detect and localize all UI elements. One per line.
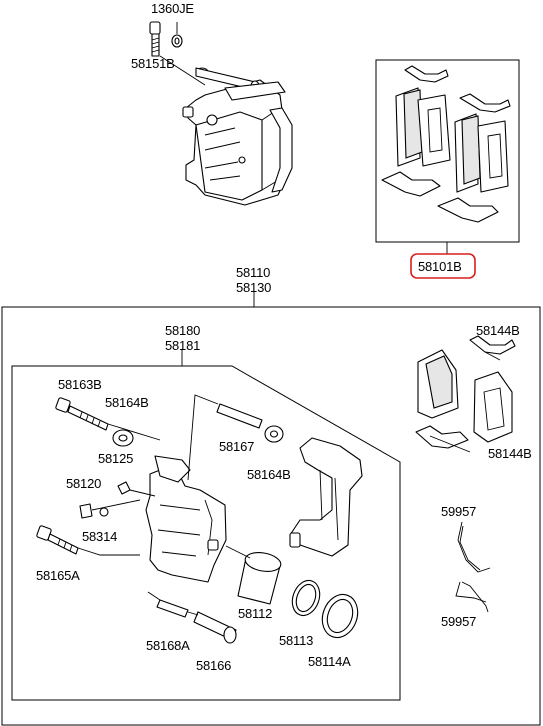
upper-caliper-assembly — [182, 67, 293, 206]
pin-58168a — [156, 599, 189, 618]
label-59957-top: 59957 — [441, 504, 476, 519]
screw-58314 — [99, 507, 109, 517]
lower-pads — [415, 335, 516, 449]
label-58164b-right: 58164B — [247, 467, 291, 482]
label-58151b: 58151B — [131, 56, 175, 71]
label-58101b: 58101B — [418, 259, 462, 274]
label-1360je: 1360JE — [151, 1, 194, 16]
boot-58164b-left — [112, 429, 134, 447]
leader-upper — [159, 22, 206, 86]
cap-58120 — [79, 503, 93, 519]
caliper-assembly-box — [1, 306, 541, 726]
pad-kit-box — [375, 59, 520, 243]
bleeder-58125 — [117, 481, 131, 495]
label-58125: 58125 — [98, 451, 133, 466]
label-58164b-left: 58164B — [105, 395, 149, 410]
label-58180: 58180 — [165, 323, 200, 338]
label-58163b: 58163B — [58, 377, 102, 392]
label-58130: 58130 — [236, 280, 271, 295]
pin-58167 — [216, 403, 263, 429]
seal-58113 — [291, 579, 321, 617]
label-58113: 58113 — [279, 633, 313, 648]
label-59957-bottom: 59957 — [441, 614, 476, 629]
pad-kit-parts — [381, 65, 511, 223]
label-58110: 58110 — [236, 265, 270, 280]
washer-1360je — [171, 34, 183, 48]
sleeve-58166 — [193, 611, 237, 644]
caliper-housing — [145, 455, 227, 583]
part-labels: 1360JE 58151B 58101B 58110 58130 58180 5… — [36, 1, 532, 673]
caliper-bracket — [289, 437, 363, 557]
boot-58164b-right — [264, 425, 284, 443]
bolt-58151b — [149, 21, 161, 57]
label-58314: 58314 — [82, 529, 117, 544]
label-58144b-bottom: 58144B — [488, 446, 532, 461]
label-58168a: 58168A — [146, 638, 190, 653]
highlight-58101b — [410, 253, 476, 279]
label-58167: 58167 — [219, 439, 254, 454]
label-58114a: 58114A — [308, 654, 351, 669]
label-58144b-top: 58144B — [476, 323, 520, 338]
springs-59957 — [455, 521, 491, 613]
boot-58114a — [321, 593, 359, 639]
leader-lines — [77, 351, 501, 616]
bolt-58165a — [36, 525, 79, 555]
label-58120: 58120 — [66, 476, 101, 491]
caliper-housing-subbox — [11, 365, 401, 701]
bolt-58163b — [55, 397, 109, 431]
piston-58112 — [237, 552, 282, 605]
label-58181: 58181 — [165, 338, 200, 353]
label-58112: 58112 — [238, 606, 272, 621]
label-58165a: 58165A — [36, 568, 80, 583]
label-58166: 58166 — [196, 658, 231, 673]
